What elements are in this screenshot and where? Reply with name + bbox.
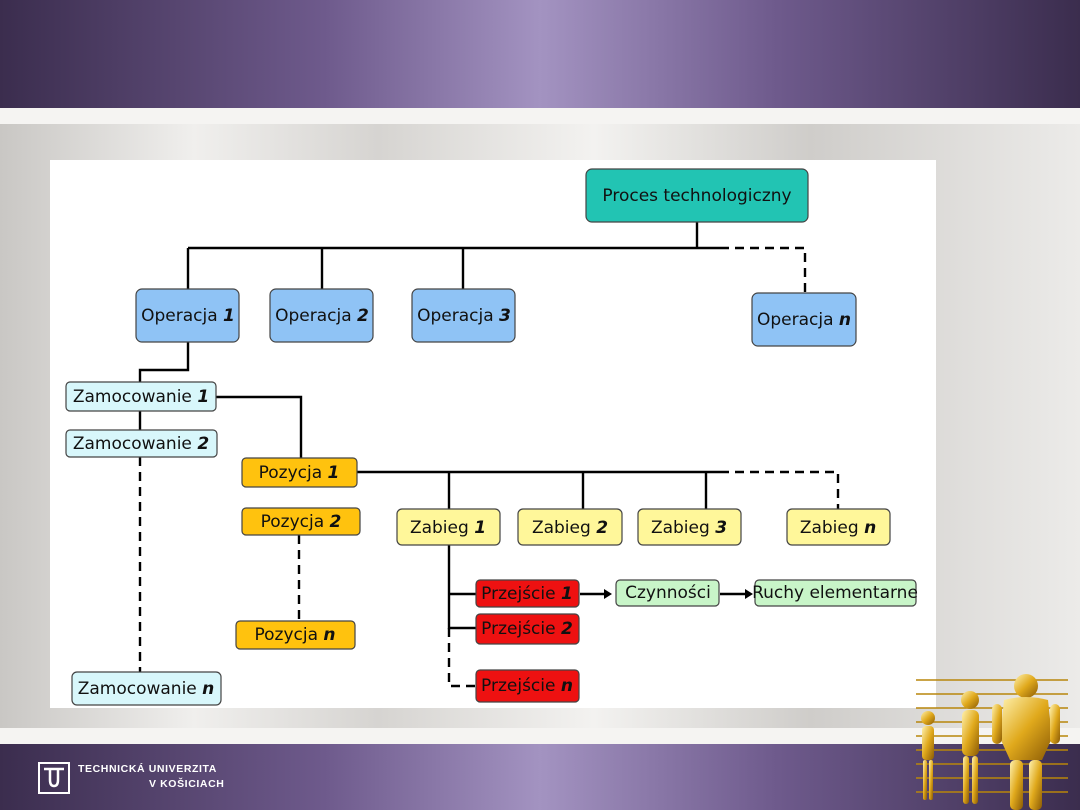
operation-number: 3 [499,306,511,326]
pass-label: Przejście [481,584,561,604]
treatment-1-node: Zabieg 1 [396,508,501,546]
position-label: Pozycja [259,463,328,483]
svg-text:Operacja 1: Operacja 1 [141,306,235,326]
medium-figure [961,691,979,804]
operation-1-node: Operacja 1 [135,288,240,343]
pass-number: n [561,676,573,696]
position-number: 1 [328,463,340,483]
svg-text:Przejście n: Przejście n [481,676,573,696]
pass-2-node: Przejście 2 [475,613,580,645]
svg-text:Zabieg 1: Zabieg 1 [410,518,486,538]
mounting-2-node: Zamocowanie 2 [65,429,218,458]
mounting-number: n [202,679,214,699]
mounting-number: 1 [197,387,209,407]
treatment-2-node: Zabieg 2 [517,508,623,546]
small-figure [921,711,935,800]
activities-label: Czynności [625,583,711,603]
treatment-label: Zabieg [410,518,474,538]
operation-2-node: Operacja 2 [269,288,374,343]
svg-text:Pozycja 1: Pozycja 1 [259,463,340,483]
connectors [138,222,840,688]
university-name-line1: TECHNICKÁ UNIVERZITA [78,763,217,775]
top-banner [0,0,1080,108]
position-label: Pozycja [254,625,323,645]
treatment-number: 2 [596,518,608,538]
treatment-label: Zabieg [651,518,715,538]
position-n-node: Pozycja n [235,620,356,650]
root-node: Proces technologiczny [585,168,809,223]
mounting-1-node: Zamocowanie 1 [65,381,217,412]
svg-text:Zamocowanie 2: Zamocowanie 2 [73,434,209,454]
operation-3-node: Operacja 3 [411,288,516,343]
svg-text:Operacja n: Operacja n [757,310,851,330]
bottom-banner [0,744,1080,810]
position-1-node: Pozycja 1 [241,457,358,488]
svg-text:Pozycja n: Pozycja n [254,625,335,645]
root-label: Proces technologiczny [602,186,791,206]
operation-label: Operacja [141,306,223,326]
treatment-number: n [864,518,876,538]
top-stripe [0,108,1080,124]
operation-label: Operacja [417,306,499,326]
position-2-node: Pozycja 2 [241,507,361,536]
treatment-number: 3 [715,518,727,538]
university-logo-icon [38,762,70,794]
large-figure [992,674,1060,810]
position-label: Pozycja [261,512,330,532]
svg-text:Zabieg 2: Zabieg 2 [532,518,608,538]
activities-node: Czynności [615,579,720,607]
svg-text:Zabieg n: Zabieg n [800,518,876,538]
pass-1-node: Przejście 1 [475,579,580,608]
position-number: n [323,625,335,645]
svg-text:Operacja 3: Operacja 3 [417,306,511,326]
treatment-3-node: Zabieg 3 [637,508,742,546]
operation-number: 2 [357,306,369,326]
pass-label: Przejście [481,619,561,639]
treatment-n-node: Zabieg n [786,508,891,546]
position-number: 2 [330,512,342,532]
svg-text:Operacja 2: Operacja 2 [275,306,369,326]
pass-number: 2 [561,619,573,639]
svg-text:Przejście 1: Przejście 1 [481,584,573,604]
treatment-label: Zabieg [532,518,596,538]
treatment-number: 1 [474,518,486,538]
operation-label: Operacja [275,306,357,326]
operation-number: 1 [223,306,235,326]
pass-n-node: Przejście n [475,669,580,703]
svg-text:Zabieg 3: Zabieg 3 [651,518,727,538]
university-name-line2: V KOŠICIACH [149,778,225,790]
svg-text:Zamocowanie 1: Zamocowanie 1 [73,387,209,407]
pass-number: 1 [561,584,573,604]
golden-figures-illustration [916,674,1068,810]
svg-text:Zamocowanie n: Zamocowanie n [78,679,215,699]
pass-label: Przejście [481,676,561,696]
elementary-movements-node: Ruchy elementarne [752,579,918,607]
bottom-stripe [0,728,1080,744]
treatment-label: Zabieg [800,518,864,538]
mounting-label: Zamocowanie [73,434,197,454]
svg-text:Przejście 2: Przejście 2 [481,619,573,639]
mounting-n-node: Zamocowanie n [71,671,222,706]
mounting-label: Zamocowanie [73,387,197,407]
operation-n-node: Operacja n [751,292,857,347]
elementary-movements-label: Ruchy elementarne [752,583,918,603]
mounting-label: Zamocowanie [78,679,202,699]
svg-text:Pozycja 2: Pozycja 2 [261,512,342,532]
mounting-number: 2 [197,434,209,454]
operation-label: Operacja [757,310,839,330]
operation-number: n [839,310,851,330]
